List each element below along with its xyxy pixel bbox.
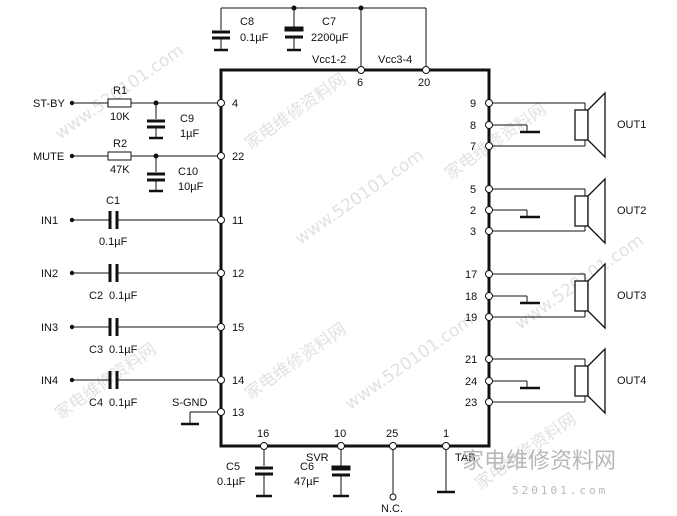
vcc34-label: Vcc3-4: [378, 54, 412, 66]
pin-markers: [217, 66, 493, 501]
c4-name: C4: [89, 397, 103, 409]
c7-name: C7: [322, 16, 336, 28]
c7-value: 2200µF: [311, 32, 349, 44]
wiring: [72, 7, 586, 498]
st-by-label: ST-BY: [33, 98, 65, 110]
r1-name: R1: [113, 85, 127, 97]
ic-body: [219, 68, 491, 448]
c2-name: C2: [89, 290, 103, 302]
c3-value: 0.1µF: [109, 344, 138, 356]
r2-value: 47K: [110, 164, 130, 176]
pin-number: 21: [465, 354, 477, 366]
pin-number: 19: [465, 312, 477, 324]
c6-name: C6: [300, 461, 314, 473]
watermark-url: www.520101.com: [341, 310, 477, 414]
c10-value: 10µF: [178, 181, 204, 193]
pin-number: 2: [470, 205, 476, 217]
watermark-site: 家电维修资料网: [241, 69, 350, 154]
in2-label: IN2: [41, 268, 58, 280]
s-gnd-label: S-GND: [172, 397, 208, 409]
vcc12-label: Vcc1-2: [312, 54, 346, 66]
pin-number: 20: [418, 77, 430, 89]
site-logo-url: 520101.com: [512, 484, 608, 497]
c1-name: C1: [106, 195, 120, 207]
pin-number: 15: [232, 322, 244, 334]
pin-number: 18: [465, 291, 477, 303]
site-logo: 家电维修资料网: [462, 449, 616, 474]
in4-label: IN4: [41, 375, 58, 387]
pin-number: 3: [470, 226, 476, 238]
pin-number: 5: [470, 184, 476, 196]
c10-name: C10: [178, 166, 198, 178]
c5-name: C5: [226, 461, 240, 473]
out4-label: OUT4: [617, 375, 646, 387]
speaker-icon: [574, 91, 606, 159]
nc-label: N.C.: [381, 503, 403, 515]
watermark-layer: www.520101.com 家电维修资料网 www.520101.com 家电…: [51, 40, 647, 494]
c6-value: 47µF: [294, 476, 320, 488]
c8-name: C8: [240, 16, 254, 28]
pin-number: 25: [386, 428, 398, 440]
pin-number: 1: [443, 428, 449, 440]
out1-label: OUT1: [617, 119, 646, 131]
r2-name: R2: [113, 138, 127, 150]
c2-value: 0.1µF: [109, 290, 138, 302]
c5-value: 0.1µF: [217, 476, 246, 488]
out2-label: OUT2: [617, 205, 646, 217]
c8-value: 0.1µF: [240, 32, 269, 44]
in3-label: IN3: [41, 322, 58, 334]
speaker-icon: [574, 177, 606, 245]
c1-value: 0.1µF: [99, 236, 128, 248]
pin-number: 12: [232, 268, 244, 280]
pin-number: 14: [232, 375, 244, 387]
tab-label: TAB: [455, 452, 476, 464]
pin-number: 16: [257, 428, 269, 440]
c4-value: 0.1µF: [109, 397, 138, 409]
watermark-site: 家电维修资料网: [51, 339, 160, 424]
junction-dots: [153, 5, 364, 159]
r1-value: 10K: [110, 111, 130, 123]
in1-label: IN1: [41, 215, 58, 227]
input-terminals: [69, 100, 75, 383]
c3-name: C3: [89, 344, 103, 356]
pin-number: 22: [232, 151, 244, 163]
pin-number: 4: [232, 98, 238, 110]
pin-number: 9: [470, 98, 476, 110]
pin-number: 7: [470, 141, 476, 153]
pin-number: 10: [334, 428, 346, 440]
speakers: [574, 91, 606, 415]
pin-number: 6: [357, 77, 363, 89]
pin-number: 17: [465, 269, 477, 281]
mute-label: MUTE: [33, 151, 64, 163]
pin-number: 8: [470, 120, 476, 132]
c9-value: 1µF: [180, 128, 199, 140]
c9-name: C9: [180, 113, 194, 125]
watermark-site: 家电维修资料网: [241, 319, 350, 404]
pin-number: 24: [465, 376, 477, 388]
speaker-icon: [574, 262, 606, 330]
svr-label: SVR: [306, 452, 329, 464]
pin-number: 23: [465, 397, 477, 409]
speaker-icon: [574, 347, 606, 415]
watermark-site: 家电维修资料网: [441, 99, 550, 184]
pin-number: 13: [232, 407, 244, 419]
pin-number: 11: [232, 215, 243, 227]
watermark-url: www.520101.com: [291, 145, 427, 249]
out3-label: OUT3: [617, 290, 646, 302]
